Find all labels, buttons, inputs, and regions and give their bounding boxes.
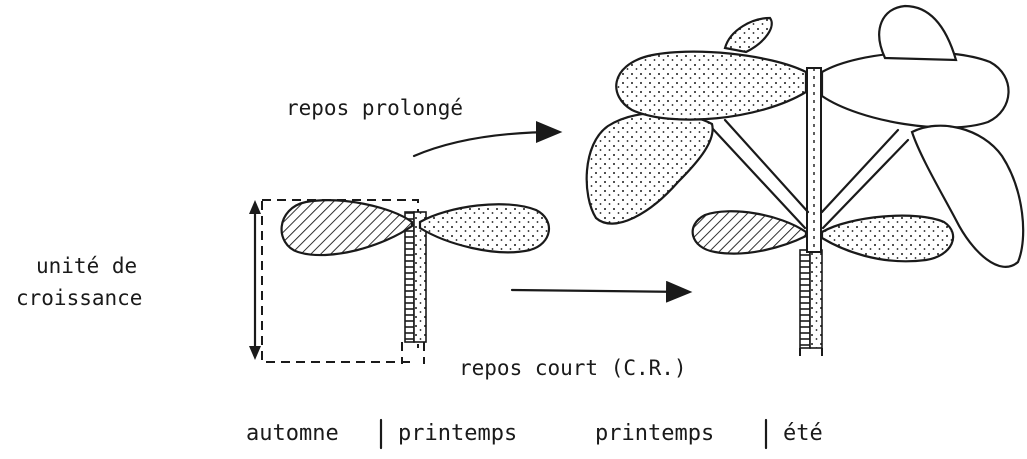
season-left-before: automne xyxy=(246,421,339,446)
season-left-after: printemps xyxy=(398,421,517,446)
top-left-small-leaf xyxy=(725,18,772,52)
upper-left-leaf-dotted xyxy=(616,52,806,120)
top-right-curly-leaf xyxy=(879,6,956,60)
main-stem-dotted xyxy=(810,250,822,348)
left-leaf-hatched xyxy=(282,200,412,255)
repos-prolonge-arrow xyxy=(414,132,558,156)
season-right-before: printemps xyxy=(595,421,714,446)
repos-prolonge-label: repos prolongé xyxy=(286,96,463,120)
seedling-one-growth-unit xyxy=(249,200,549,364)
seedling-after-growth xyxy=(587,6,1024,356)
season-right-after: été xyxy=(783,421,823,446)
repos-court-label: repos court (C.R.) xyxy=(459,356,687,380)
lower-left-leaf-hatched xyxy=(693,211,806,253)
growth-unit-label-line2: croissance xyxy=(16,286,142,310)
height-arrow-top-head xyxy=(249,200,261,214)
far-left-leaf-dotted xyxy=(587,113,713,224)
height-arrow-bottom-head xyxy=(249,346,261,360)
upper-stem xyxy=(807,68,821,252)
upper-right-leaf-outline xyxy=(822,52,1009,127)
repos-court-arrow xyxy=(512,290,688,292)
right-leaf-dotted xyxy=(420,204,549,252)
growth-unit-label-line1: unité de xyxy=(36,254,137,278)
stem-hatched xyxy=(405,212,414,342)
right-branch xyxy=(822,130,908,228)
lower-right-leaf-dotted xyxy=(822,216,953,262)
main-stem-hatched xyxy=(800,250,810,348)
